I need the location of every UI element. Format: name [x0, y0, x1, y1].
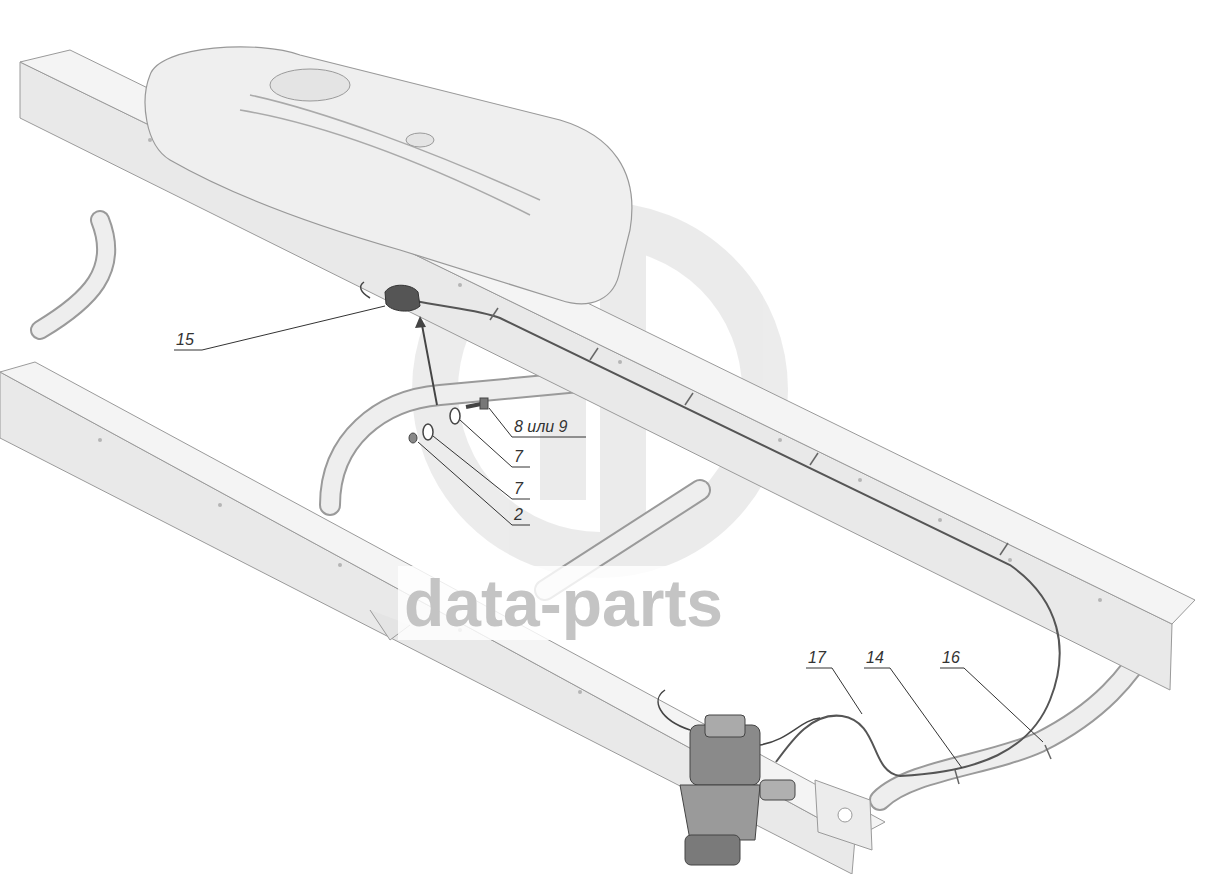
fastener-set: [422, 325, 437, 405]
leader-line: [806, 668, 862, 714]
fuel-tank: [250, 95, 540, 200]
frame-rail: [1098, 598, 1102, 602]
fuel-line: [1000, 543, 1008, 555]
valve-unit: [680, 785, 760, 840]
leader-line: [864, 668, 962, 768]
frame-rail: [148, 138, 152, 142]
fuel-tank: [240, 110, 530, 215]
fuel-tank: [145, 47, 632, 304]
leader-line: [174, 306, 1043, 768]
fuel-line: [490, 308, 1051, 784]
callout-number: 8 или 9: [514, 418, 568, 436]
leader-line: [940, 668, 1043, 742]
frame-rail: [0, 362, 885, 874]
crossmember-pipe: [40, 220, 106, 330]
sender-unit: [361, 282, 420, 311]
fastener-set: [409, 316, 488, 443]
frame-rail: [858, 478, 862, 482]
watermark: data-parts: [398, 566, 729, 640]
frame-rail: [1008, 558, 1012, 562]
rear-bracket: [815, 780, 872, 850]
frame-rail: [0, 372, 855, 874]
valve-unit: [760, 718, 820, 745]
frame-rail: [338, 563, 342, 567]
callout-number: 14: [866, 649, 884, 667]
leader-line: [174, 306, 385, 350]
callout-number: 7: [514, 480, 523, 498]
fastener-set: [415, 316, 426, 328]
fuel-line: [410, 300, 1060, 776]
fastener-set: [409, 433, 417, 443]
crossmember-pipe: [880, 640, 1150, 800]
fuel-line: [810, 453, 818, 465]
frame-rail: [98, 438, 102, 442]
fuel-tank: [270, 69, 350, 101]
fuel-line: [590, 348, 598, 360]
crossmember-pipe: [330, 380, 600, 505]
fuel-tank: [145, 47, 632, 304]
fuel-tank: [406, 133, 434, 147]
leader-line: [489, 408, 586, 437]
sender-unit: [361, 282, 370, 298]
fastener-set: [480, 398, 488, 409]
fastener-set: [450, 408, 460, 424]
frame-rail: [458, 283, 462, 287]
valve-unit: [760, 780, 795, 800]
crossmember-pipe: [330, 380, 600, 505]
crossmember-pipe: [40, 220, 106, 330]
callout-number: 15: [176, 331, 194, 349]
fuel-line: [1045, 745, 1051, 759]
sender-unit: [385, 285, 420, 311]
callout-number: 17: [808, 649, 826, 667]
fuel-line: [490, 308, 498, 320]
callout-number: 7: [514, 448, 523, 466]
valve-unit: [658, 690, 690, 730]
callout-number: 2: [514, 506, 523, 524]
frame-rail: [938, 518, 942, 522]
callout-number: 16: [942, 649, 960, 667]
fuel-line: [955, 770, 959, 784]
fuel-line: [410, 300, 1060, 784]
rear-bracket: [815, 780, 872, 850]
frame-rail: [218, 503, 222, 507]
frame-rail: [0, 362, 885, 838]
valve-unit: [685, 835, 740, 865]
fuel-line: [685, 393, 693, 405]
frame-rail: [778, 438, 782, 442]
valve-unit: [658, 690, 820, 865]
leader-line: [418, 442, 530, 525]
valve-unit: [705, 715, 745, 737]
rear-bracket: [838, 808, 852, 822]
fastener-set: [423, 424, 433, 440]
frame-rail: [618, 360, 622, 364]
frame-rail: [578, 690, 582, 694]
crossmember-pipe: [880, 640, 1150, 800]
